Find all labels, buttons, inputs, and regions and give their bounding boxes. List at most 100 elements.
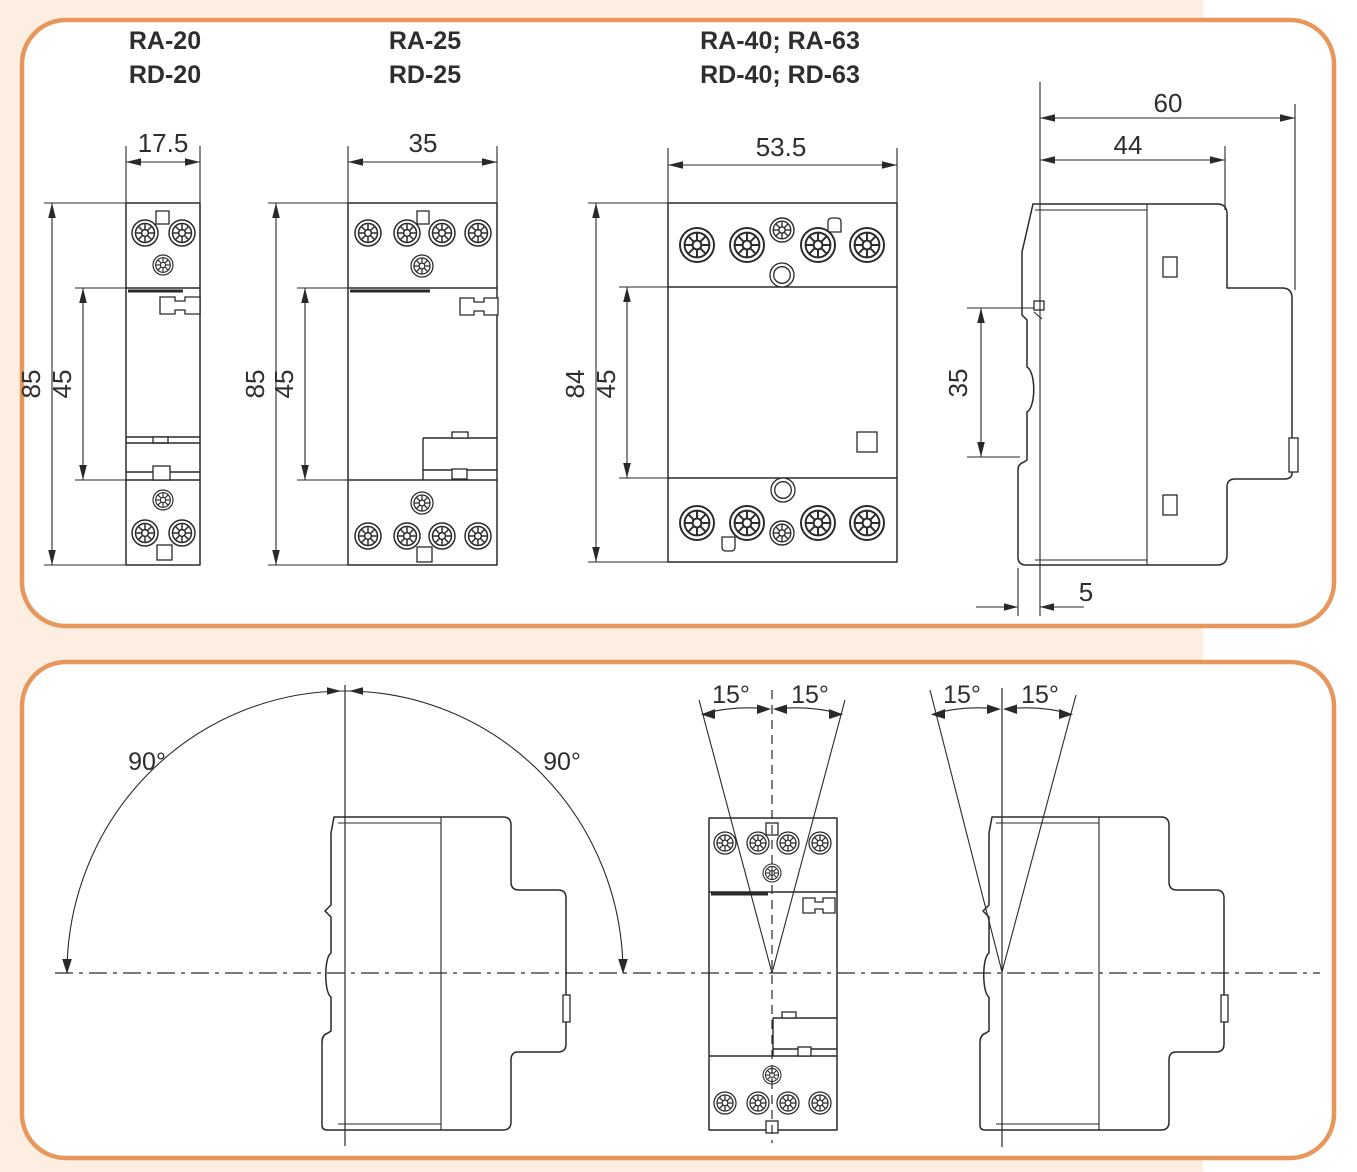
screw-icon: [769, 217, 795, 243]
screw-icon: [354, 219, 382, 247]
arrowhead: [592, 203, 600, 218]
unit3-dimensions: 53.5 84 45: [560, 132, 898, 563]
arrowhead: [1004, 603, 1018, 611]
switch-latch: [459, 297, 499, 316]
unit1-dimensions: 17.5 85 45: [16, 128, 201, 566]
detail-tab: [152, 436, 169, 444]
arrowhead: [829, 709, 843, 719]
product-label-2-top: RA-25: [389, 27, 461, 55]
arrowhead: [623, 287, 631, 302]
indicator-square: [416, 210, 430, 225]
screw-icon: [769, 520, 795, 546]
unit1-front-view: [125, 202, 201, 566]
screw-icon: [713, 1091, 737, 1115]
angle-label-tilt-front-left: 15°: [712, 681, 750, 709]
arrowhead: [79, 465, 87, 480]
screw-icon: [679, 505, 715, 541]
screw-icon: [131, 519, 159, 547]
arrowhead: [185, 158, 200, 166]
screw-icon: [393, 522, 421, 550]
screw-icon: [354, 522, 382, 550]
arrowhead: [482, 158, 497, 166]
switch-latch: [159, 296, 201, 315]
screw-icon: [729, 227, 765, 263]
detail-tab: [721, 536, 736, 552]
tilt-line: [771, 699, 846, 974]
side-view-drawing: 60 44 35 5: [943, 82, 1299, 616]
product-label-2-bottom: RD-25: [389, 61, 461, 89]
screw-icon: [428, 219, 456, 247]
screw-icon: [152, 489, 174, 511]
product-label-3-top: RA-40; RA-63: [700, 27, 860, 55]
arrowhead: [1040, 114, 1055, 122]
tilt-line: [1001, 694, 1077, 973]
unit2-front-view: [347, 202, 499, 566]
screw-icon: [800, 505, 836, 541]
arrowhead: [348, 158, 363, 166]
arrowhead: [882, 161, 897, 169]
indicator-square: [155, 210, 170, 225]
arrowhead: [272, 203, 280, 218]
screw-icon: [808, 831, 832, 855]
clip-slider-detail: [1288, 437, 1299, 473]
screw-icon: [808, 1091, 832, 1115]
tilt-front-annotations: 15° 15°: [698, 681, 846, 974]
arrowhead: [757, 704, 771, 714]
screw-icon: [464, 219, 492, 247]
unit2-dimensions: 35 85 45: [240, 128, 498, 566]
tilt-side-annotations: 15° 15°: [929, 681, 1077, 973]
angle-label-tilt-side-right: 15°: [1021, 681, 1059, 709]
screw-icon: [800, 227, 836, 263]
screw-icon: [152, 254, 174, 276]
dim-label-rail-offset: 5: [1079, 577, 1093, 607]
dim-label-rail-span: 35: [943, 369, 973, 398]
device-outline: [1017, 203, 1293, 566]
arrowhead: [977, 308, 985, 323]
dim-label-width: 17.5: [138, 128, 189, 158]
tilt-front-device: [708, 817, 838, 1134]
arrowhead: [623, 463, 631, 478]
arrowhead: [1040, 603, 1054, 611]
screw-icon: [746, 1091, 770, 1115]
screw-icon: [410, 491, 434, 515]
top-panel: RA-20 RD-20 RA-25 RD-25 RA-40; RA-63 RD-…: [16, 17, 1337, 629]
arrowhead: [48, 550, 56, 565]
dim-label-inner: 45: [269, 370, 299, 399]
dim-label-width: 53.5: [756, 132, 807, 162]
detail-tab: [827, 217, 842, 233]
dim-label-height: 85: [16, 370, 46, 399]
dim-label-inner: 45: [47, 370, 77, 399]
screw-icon: [776, 1091, 800, 1115]
screw-icon: [729, 505, 765, 541]
dim-label-inner: 45: [591, 370, 621, 399]
product-headers: RA-20 RD-20 RA-25 RD-25 RA-40; RA-63 RD-…: [129, 27, 860, 89]
screw-icon: [849, 505, 885, 541]
arrowhead: [301, 465, 309, 480]
indicator-square: [856, 431, 878, 453]
screw-icon: [849, 227, 885, 263]
angle-label-rotation-right: 90°: [543, 748, 581, 776]
screw-icon: [464, 522, 492, 550]
product-label-3-bottom: RD-40; RD-63: [700, 61, 860, 89]
arrowhead: [931, 709, 945, 719]
arrowhead: [987, 704, 1001, 714]
arrowhead: [1210, 156, 1225, 164]
angle-label-tilt-front-right: 15°: [791, 681, 829, 709]
dim-label-body-depth: 44: [1114, 130, 1143, 160]
detail-square: [152, 465, 171, 481]
detail-square: [451, 468, 468, 480]
product-label-1-bottom: RD-20: [129, 61, 201, 89]
detail-tab: [451, 431, 469, 439]
tilt-line: [929, 689, 1003, 973]
arrowhead: [272, 550, 280, 565]
arrowhead: [618, 959, 628, 974]
screw-icon: [168, 219, 196, 247]
arrowhead: [1280, 114, 1295, 122]
arrowhead: [977, 442, 985, 457]
button-ring-icon: [770, 477, 796, 503]
dim-label-height: 84: [560, 370, 590, 399]
screw-icon: [168, 519, 196, 547]
arrowhead: [701, 709, 715, 719]
screw-icon: [776, 831, 800, 855]
